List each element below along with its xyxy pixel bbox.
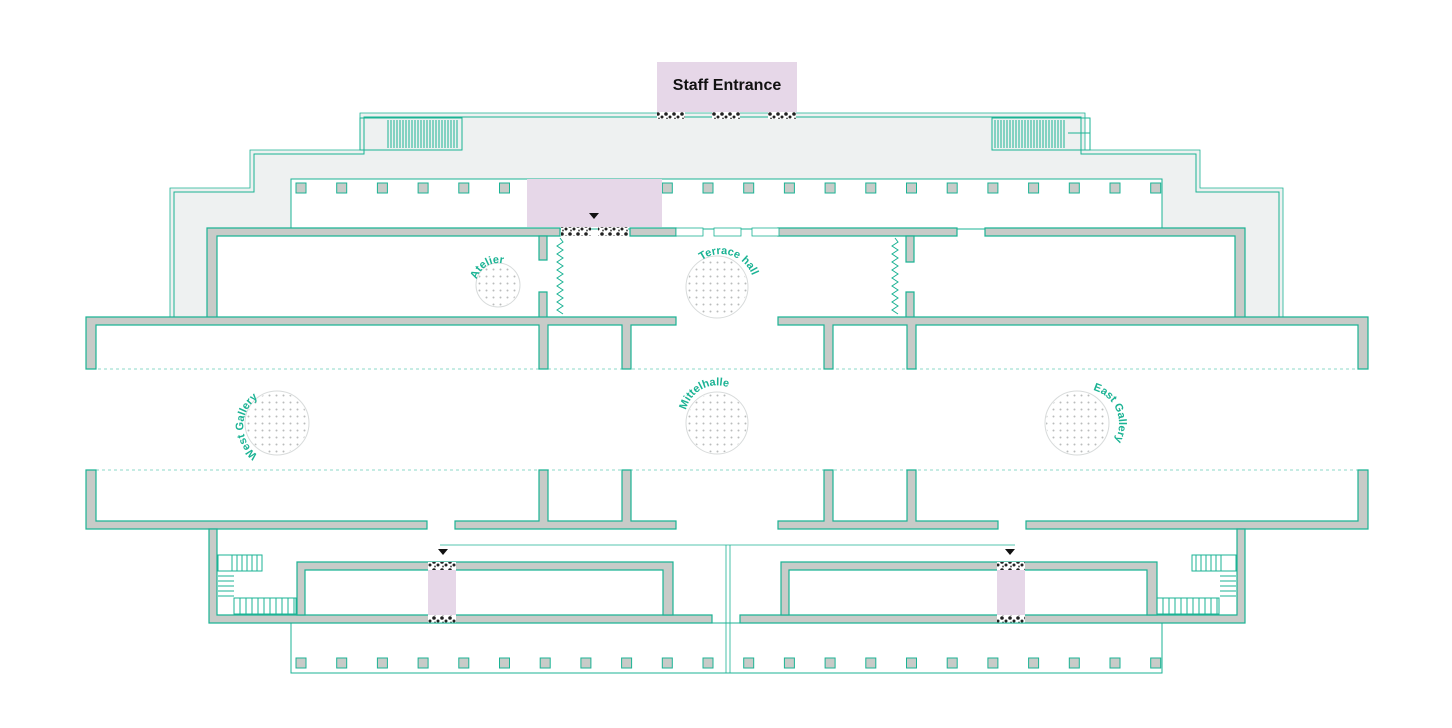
pillar	[702, 657, 714, 669]
pillar	[1068, 182, 1080, 194]
pillar	[783, 182, 795, 194]
stairs-bottom-left	[217, 554, 297, 615]
pillar	[824, 657, 836, 669]
walls-upper	[85, 227, 1369, 471]
pillar	[295, 182, 307, 194]
pillar	[1028, 182, 1040, 194]
pillar	[417, 657, 429, 669]
room-east-gallery[interactable]: East Gallery	[1044, 381, 1128, 456]
lower-door-west[interactable]	[428, 549, 456, 623]
pillar	[702, 182, 714, 194]
pillar	[661, 182, 673, 194]
pillar	[417, 182, 429, 194]
partition-zigzag	[891, 237, 899, 315]
pillar	[661, 657, 673, 669]
pillar	[458, 182, 470, 194]
upper-door-area[interactable]	[527, 179, 662, 227]
door-speckle	[657, 112, 685, 119]
pillar	[743, 657, 755, 669]
pillar	[824, 182, 836, 194]
partition-zigzag	[556, 237, 564, 315]
pillar	[499, 657, 510, 669]
room-west-gallery[interactable]: West Gallery	[234, 390, 310, 462]
pillar	[499, 182, 510, 194]
entry-marker-icon	[438, 549, 448, 555]
stairs-top-right	[991, 117, 1091, 151]
pillar	[295, 657, 307, 669]
pillar	[1109, 657, 1121, 669]
pillar	[336, 182, 348, 194]
pillar	[621, 657, 633, 669]
pillar	[906, 657, 917, 669]
pillar	[1150, 182, 1162, 194]
pillar	[1068, 657, 1080, 669]
pillar	[743, 182, 755, 194]
entry-marker-icon	[589, 213, 599, 219]
door-speckle	[712, 112, 740, 119]
room-atelier[interactable]: Atelier	[468, 254, 521, 308]
pillar	[580, 657, 592, 669]
pillar	[458, 657, 470, 669]
staff-entrance[interactable]: Staff Entrance	[657, 62, 797, 119]
pillar	[783, 657, 795, 669]
pillar	[865, 182, 877, 194]
pillar	[376, 657, 388, 669]
upper-pillar-hall	[290, 178, 1163, 236]
staff-entrance-label: Staff Entrance	[673, 77, 782, 94]
pillar	[336, 657, 348, 669]
pillar	[987, 182, 999, 194]
door-speckle	[598, 227, 628, 236]
pillar	[987, 657, 999, 669]
pillar	[376, 182, 388, 194]
pillar	[865, 657, 877, 669]
pillar	[946, 182, 958, 194]
door-speckle	[561, 227, 591, 236]
pillar	[946, 657, 958, 669]
pillar	[1109, 182, 1121, 194]
pillar	[1150, 657, 1162, 669]
lower-pillar-hall	[290, 622, 1163, 674]
stairs-bottom-right	[1156, 554, 1237, 615]
pillar	[539, 657, 551, 669]
room-mittelhalle[interactable]: Mittelhalle	[677, 376, 749, 455]
pillar	[906, 182, 917, 194]
room-terrace-hall[interactable]: Terrace hall	[685, 245, 761, 319]
door-speckle	[768, 112, 796, 119]
stairs-top-left	[359, 117, 463, 151]
walls-lower	[85, 469, 1369, 673]
entry-marker-icon	[1005, 549, 1015, 555]
pillar	[1028, 657, 1040, 669]
lower-door-east[interactable]	[997, 549, 1025, 623]
